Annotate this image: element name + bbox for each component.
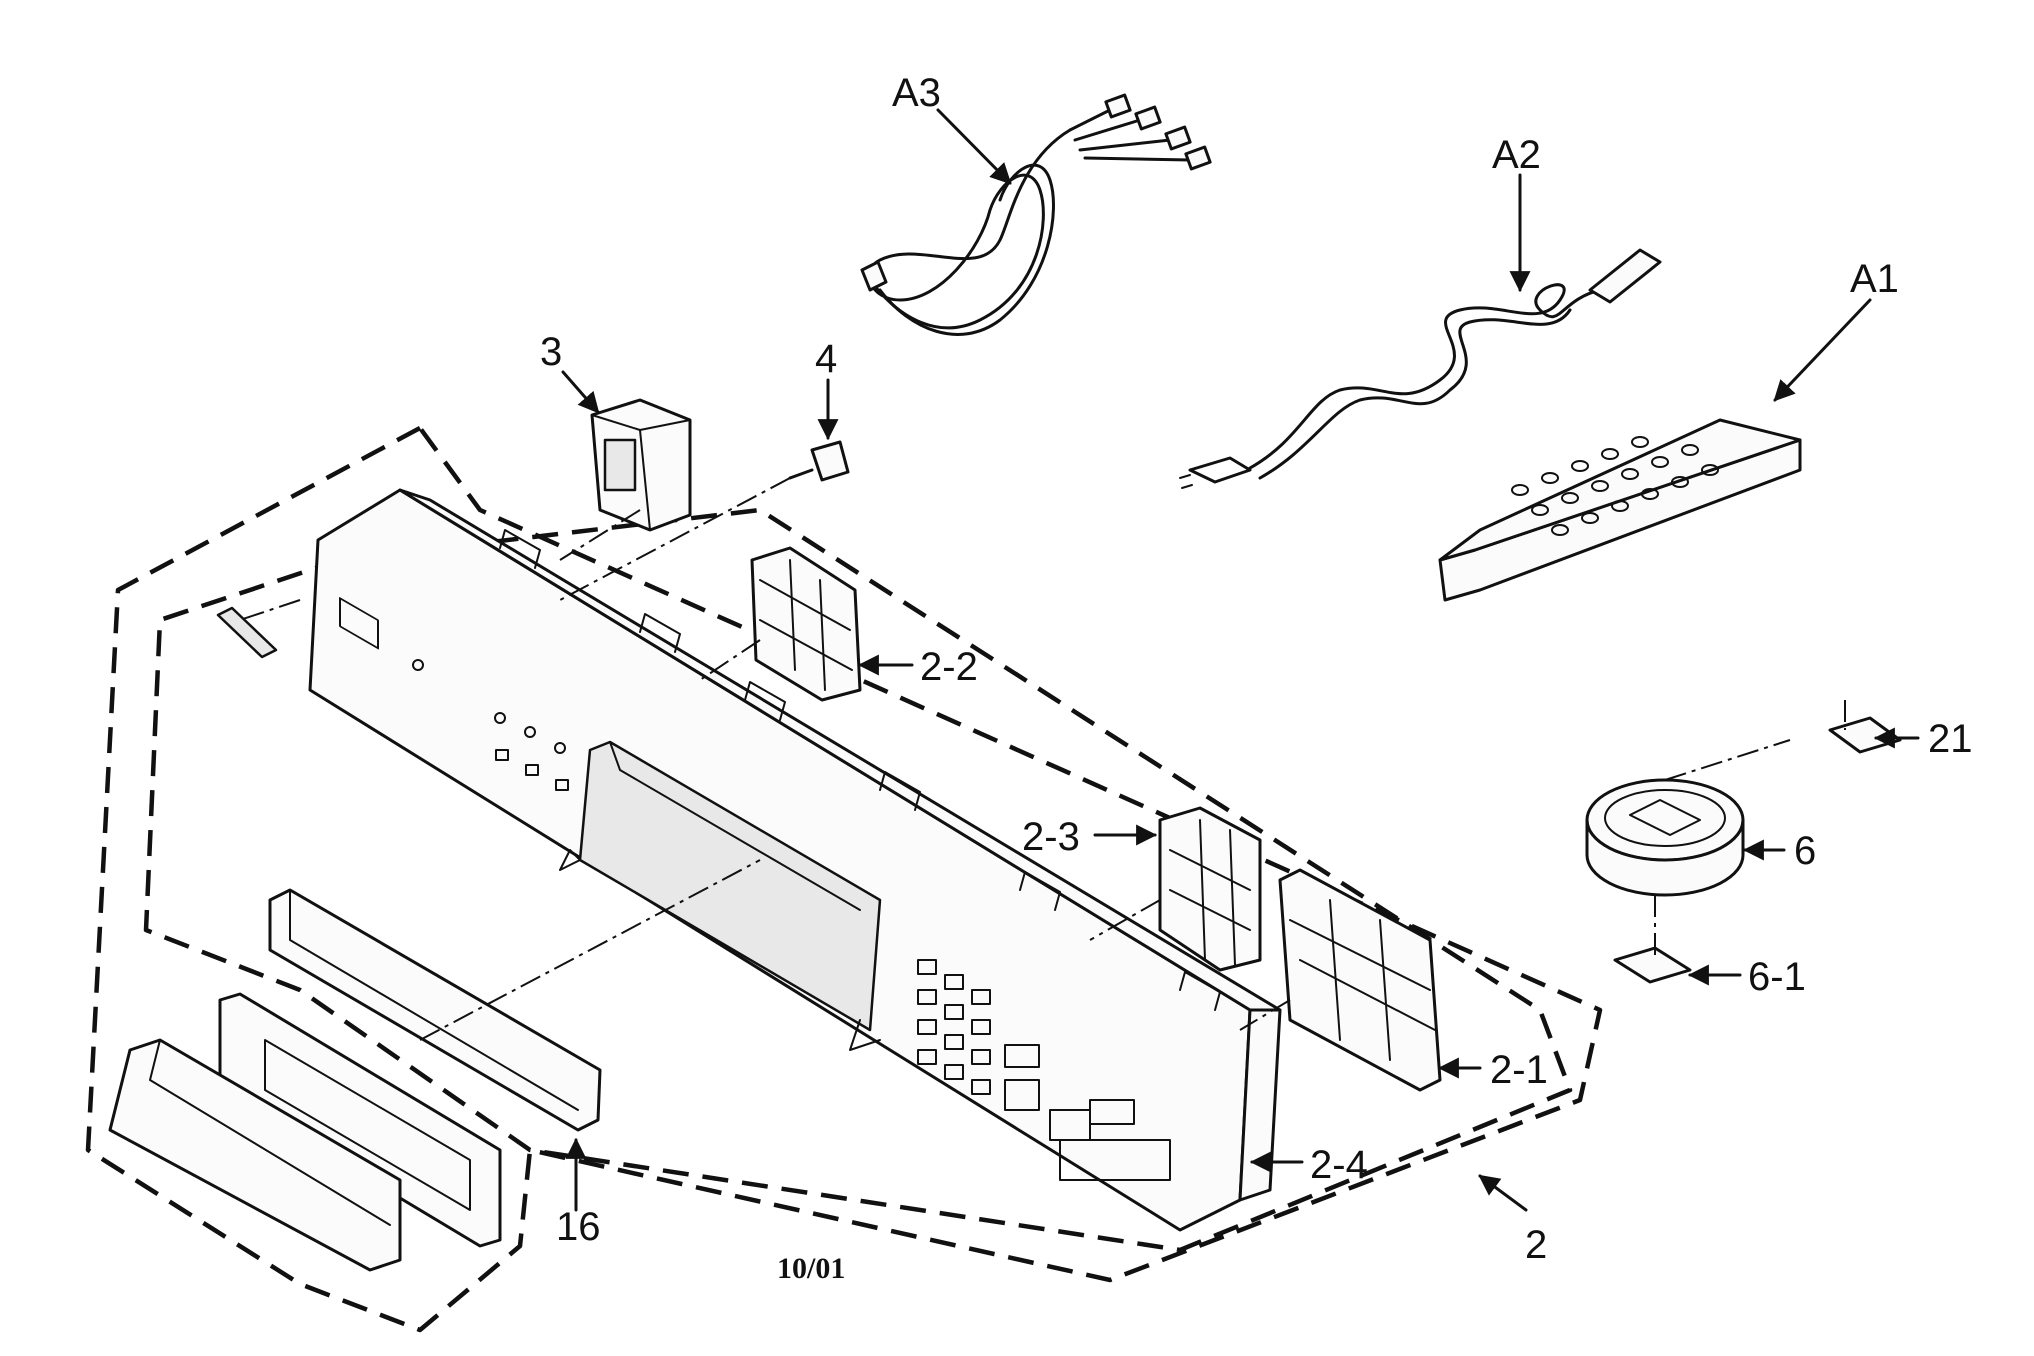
part-6-1-pad [1613, 946, 1692, 984]
connector-piece [216, 606, 278, 659]
label-part-2-4: 2-4 [1310, 1143, 1368, 1187]
part-a1-remote-control [1438, 418, 1802, 602]
label-part-2-1: 2-1 [1490, 1048, 1548, 1092]
label-part-2-2: 2-2 [920, 645, 978, 689]
label-part-6: 6 [1794, 829, 1816, 873]
label-part-4: 4 [815, 337, 837, 381]
label-a3: A3 [892, 71, 941, 115]
label-a1: A1 [1850, 257, 1899, 301]
label-a2: A2 [1492, 133, 1541, 177]
part-6-ring-holder [1585, 778, 1745, 897]
label-part-2: 2 [1525, 1223, 1547, 1267]
part-a2-power-cord [1179, 248, 1662, 489]
part-3-transformer [590, 398, 692, 532]
date-code: 10/01 [777, 1252, 845, 1285]
assembly-2-inner-boundary [143, 507, 1573, 1253]
label-part-2-3: 2-3 [1022, 815, 1080, 859]
label-part-16: 16 [556, 1205, 601, 1249]
part-21-pad [1828, 716, 1902, 754]
label-part-6-1: 6-1 [1748, 955, 1806, 999]
part-a3-av-cable [860, 93, 1212, 336]
part-16-display-module [268, 888, 602, 1132]
label-part-3: 3 [540, 330, 562, 374]
part-2-3-bracket [1158, 806, 1262, 972]
front-panel [308, 488, 1282, 1232]
alignment-lines [239, 477, 1846, 1041]
leader-arrows [561, 108, 1920, 1212]
display-lens [108, 1038, 402, 1272]
part-2-2-bracket [750, 546, 862, 702]
part-4-knob [788, 440, 850, 482]
part-2-1-bracket [1278, 868, 1442, 1092]
label-part-21: 21 [1928, 717, 1973, 761]
